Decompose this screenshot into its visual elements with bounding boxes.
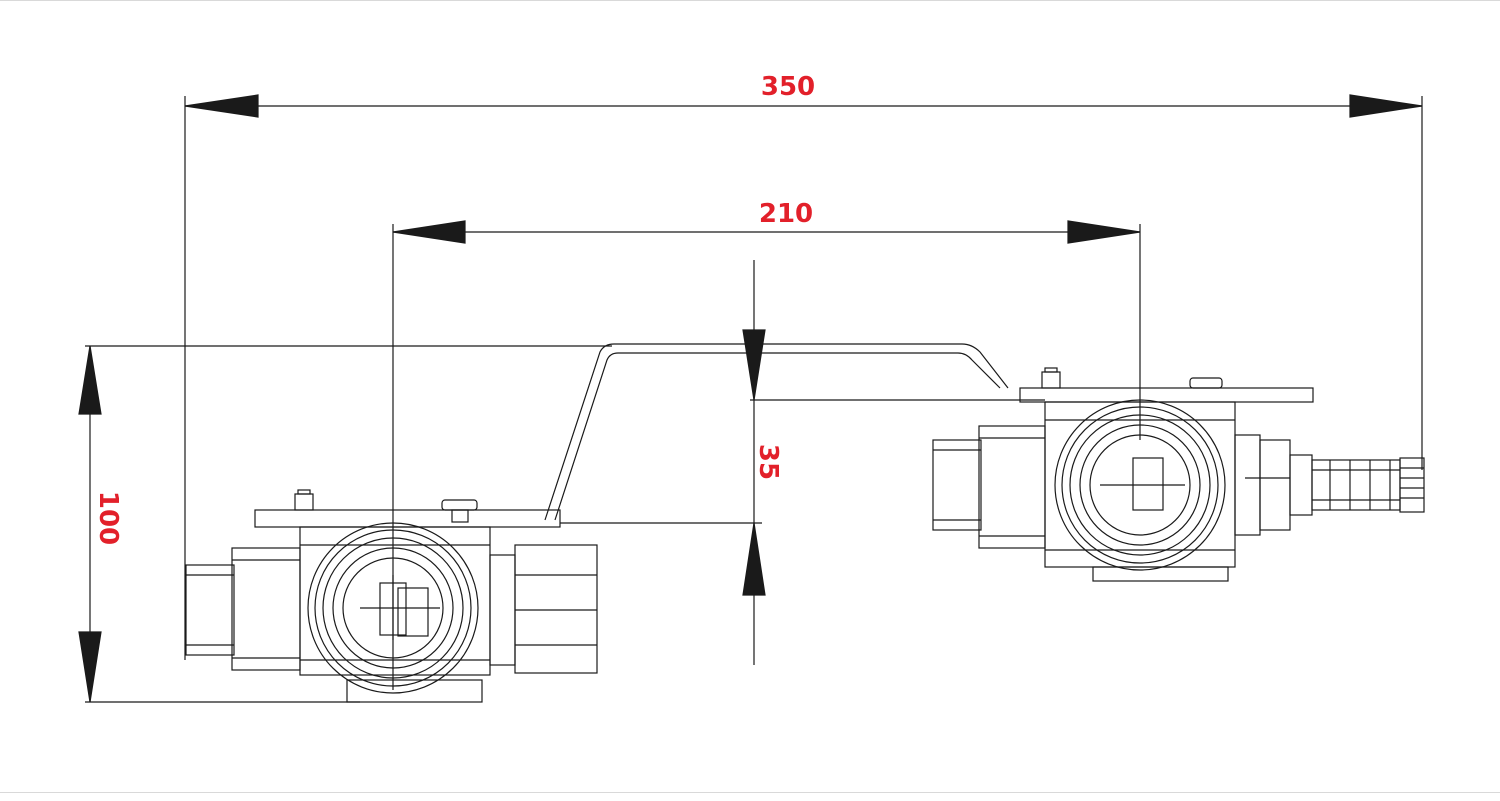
dimension-210-label: 210 — [759, 199, 813, 229]
dimension-350 — [184, 94, 1423, 660]
dimension-35 — [560, 260, 1045, 665]
dimension-350-label: 350 — [761, 72, 815, 102]
dimension-100 — [78, 345, 612, 703]
right-valve — [932, 367, 1425, 582]
bottom-frame-line — [0, 792, 1500, 793]
left-valve — [185, 489, 598, 703]
top-frame-line — [0, 0, 1500, 1]
dimension-100-label: 100 — [93, 491, 123, 545]
dimension-35-label: 35 — [753, 444, 783, 480]
lever-handle — [544, 343, 1009, 521]
